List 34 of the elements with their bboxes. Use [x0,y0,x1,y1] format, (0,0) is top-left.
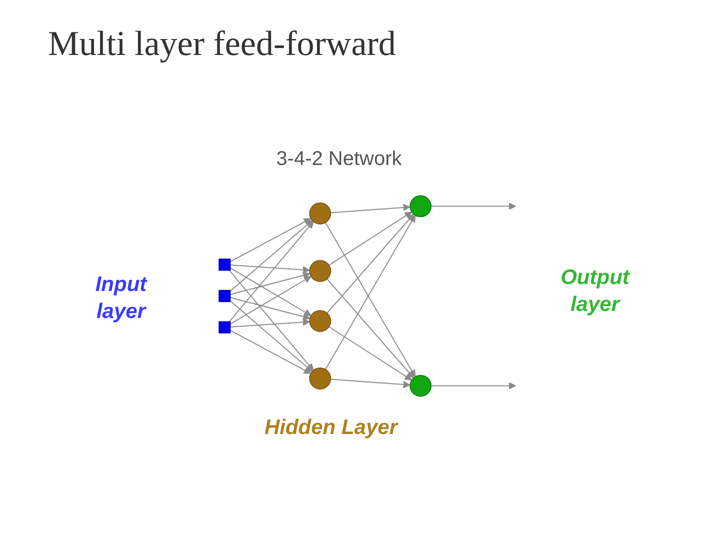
circle-node [309,202,332,224]
arrow [430,202,516,210]
network-heading: 3-4-2 Network [275,147,403,172]
arrow [330,204,410,214]
square-node [218,258,231,271]
arrow [326,214,414,314]
arrow [330,378,410,388]
circle-node [309,368,332,390]
circle-node [410,374,432,397]
circle-node [309,310,332,332]
arrow [230,296,310,320]
arrow [328,212,412,266]
layer-label: Output layer [560,265,630,318]
arrow [230,276,312,325]
arrow [228,270,314,371]
layer-label: Hidden Layer [263,415,399,441]
arrow [230,300,312,372]
arrow [230,330,312,374]
square-node [218,321,231,334]
arrow [328,326,412,380]
circle-node [309,260,332,282]
square-node [218,290,231,302]
arrow [326,278,414,378]
arrow [230,318,310,328]
arrow [230,264,310,274]
circle-node [410,195,432,218]
arrow [230,267,312,316]
arrow [228,221,314,322]
arrow [230,218,312,262]
arrow [430,382,516,390]
slide-title: Multi layer feed-forward [48,24,396,64]
layer-label: Input layer [94,272,148,326]
arrow [230,220,312,292]
arrow [230,272,310,296]
